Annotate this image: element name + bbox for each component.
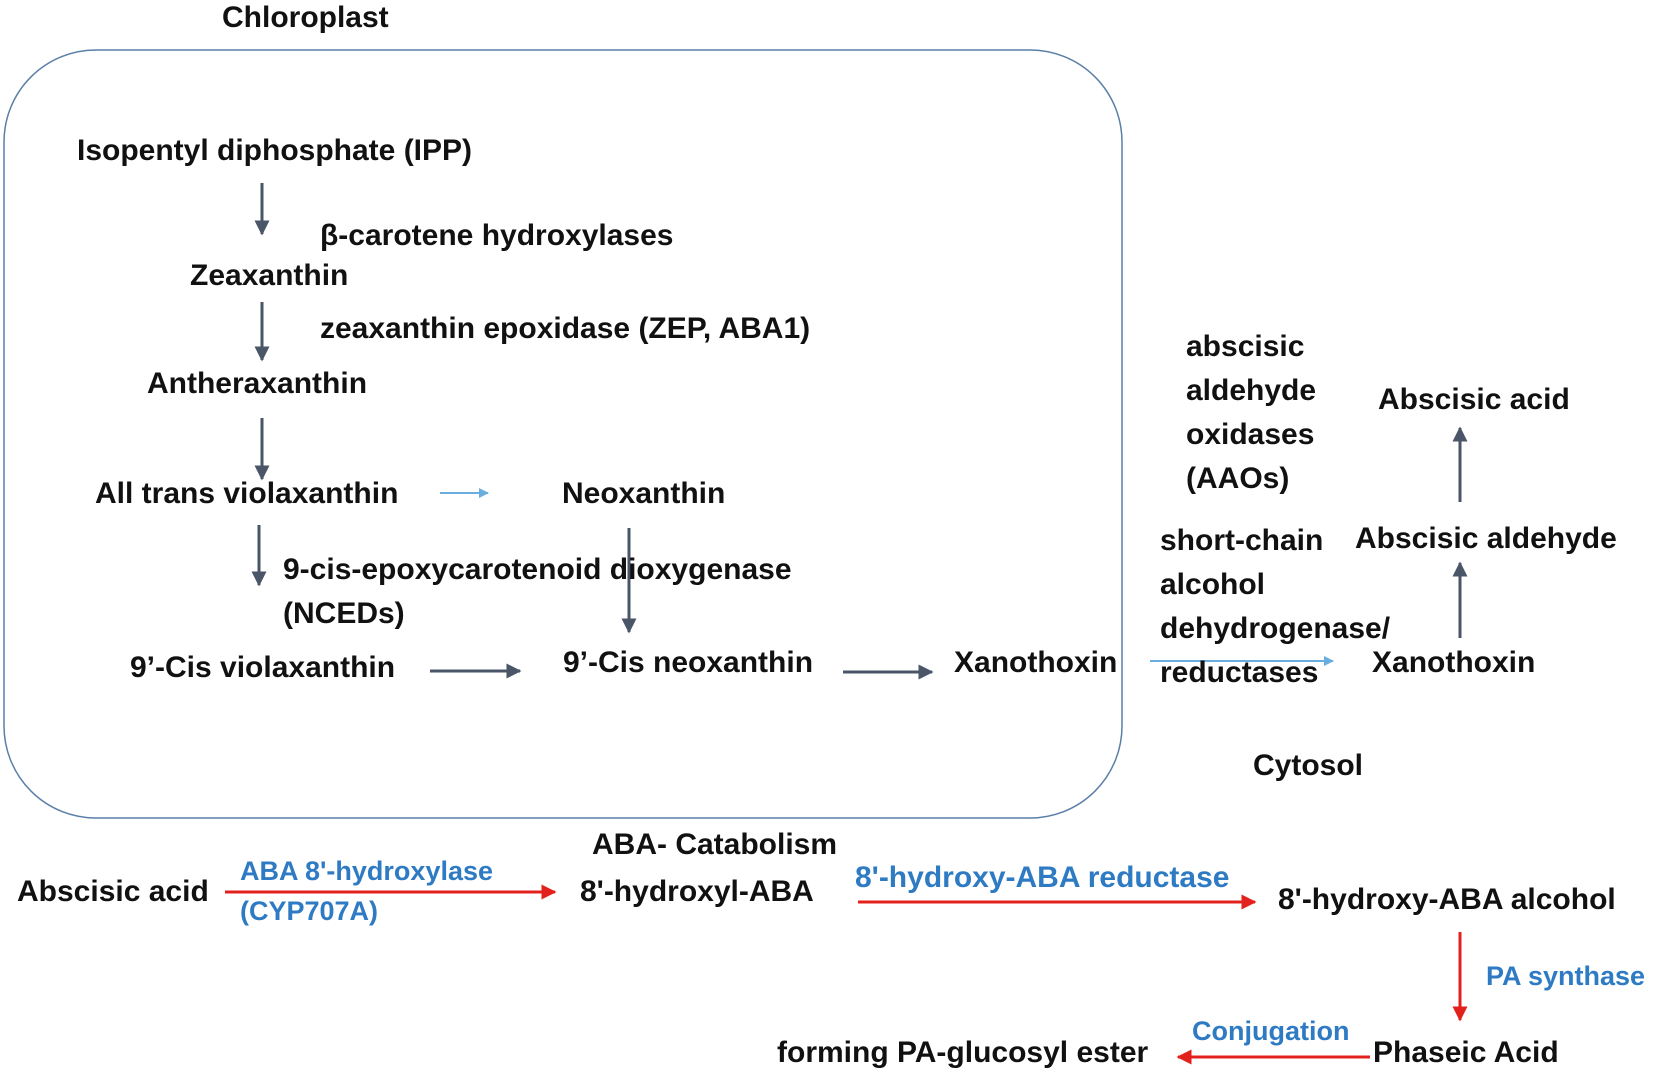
enzyme-aba-8-hydroxylase: ABA 8'-hydroxylase	[240, 856, 494, 886]
metabolite-abscisic-acid-cytosol: Abscisic acid	[1378, 383, 1570, 416]
chloroplast-boundary	[3, 49, 1123, 819]
metabolite-hydroxyl-aba: 8'-hydroxyl-ABA	[580, 875, 814, 908]
metabolite-antheraxanthin: Antheraxanthin	[147, 367, 368, 400]
enzyme-conjugation: Conjugation	[1192, 1016, 1350, 1046]
chloroplast-title: Chloroplast	[222, 1, 389, 34]
metabolite-neoxanthin: Neoxanthin	[562, 477, 726, 510]
enzyme-beta-carotene-hydroxylases: β-carotene hydroxylases	[320, 219, 674, 252]
metabolite-hydroxy-aba-alcohol: 8'-hydroxy-ABA alcohol	[1278, 883, 1616, 916]
metabolite-pa-glucosyl-ester: forming PA-glucosyl ester	[777, 1036, 1149, 1069]
metabolite-all-trans-violaxanthin: All trans violaxanthin	[95, 477, 399, 510]
enzyme-hydroxy-aba-reductase: 8'-hydroxy-ABA reductase	[855, 861, 1230, 894]
enzyme-cyp707a: (CYP707A)	[240, 896, 379, 926]
enzyme-nced: 9-cis-epoxycarotenoid dioxygenase (NCEDs…	[283, 553, 792, 630]
metabolite-abscisic-aldehyde: Abscisic aldehyde	[1355, 522, 1617, 555]
cytosol-title: Cytosol	[1253, 749, 1364, 782]
metabolite-ipp: Isopentyl diphosphate (IPP)	[77, 134, 473, 167]
metabolite-xanothoxin-chloroplast: Xanothoxin	[954, 646, 1118, 679]
metabolite-xanothoxin-cytosol: Xanothoxin	[1372, 646, 1536, 679]
enzyme-aao: abscisic aldehyde oxidases (AAOs)	[1186, 330, 1317, 495]
metabolite-cis-violaxanthin: 9’-Cis violaxanthin	[130, 651, 396, 684]
metabolite-zeaxanthin: Zeaxanthin	[190, 259, 349, 292]
metabolite-phaseic-acid: Phaseic Acid	[1373, 1036, 1559, 1069]
catabolism-title: ABA- Catabolism	[592, 828, 838, 861]
enzyme-sdr: short-chain alcohol dehydrogenase/ reduc…	[1160, 524, 1391, 689]
metabolite-cis-neoxanthin: 9’-Cis neoxanthin	[563, 646, 814, 679]
enzyme-zep: zeaxanthin epoxidase (ZEP, ABA1)	[320, 312, 811, 345]
metabolite-abscisic-acid: Abscisic acid	[17, 875, 209, 908]
enzyme-pa-synthase: PA synthase	[1486, 961, 1646, 991]
